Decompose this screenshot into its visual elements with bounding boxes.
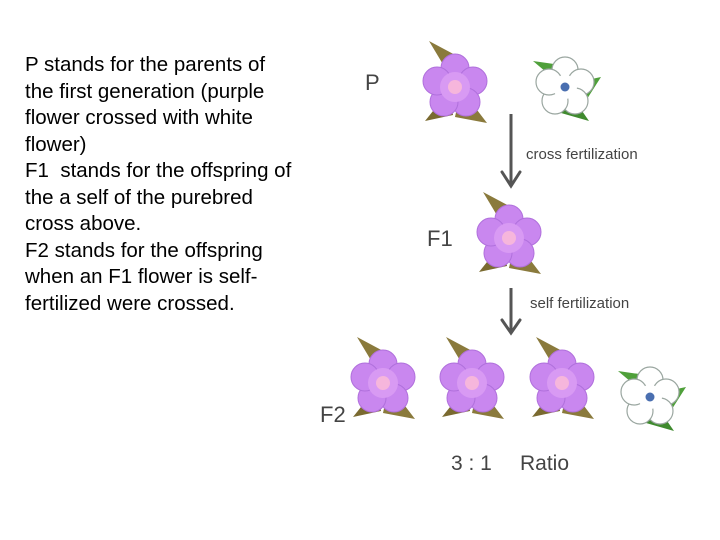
label-f2: F2 (320, 402, 346, 427)
arrow-cross-fertilization (500, 114, 522, 189)
p-explanation: P stands for the parents of the first ge… (25, 53, 271, 156)
arrow-self-fertilization (500, 288, 522, 336)
explanation-text: P stands for the parents of the first ge… (25, 52, 295, 317)
f2-purple-flower-1 (350, 336, 416, 420)
f1-purple-flower (476, 191, 542, 275)
p-white-flower (532, 56, 602, 122)
cross-fertilization-label: cross fertilization (526, 146, 638, 163)
ratio-value: 3 : 1 (451, 452, 492, 475)
label-f1: F1 (427, 226, 453, 251)
f2-purple-flower-3 (529, 336, 595, 420)
p-purple-flower (422, 40, 488, 124)
f2-white-flower (617, 366, 687, 432)
f2-purple-flower-2 (439, 336, 505, 420)
ratio-word: Ratio (520, 452, 569, 475)
label-p: P (365, 70, 380, 95)
f1-explanation: F1 stands for the offspring of the a sel… (25, 159, 297, 235)
self-fertilization-label: self fertilization (530, 295, 629, 312)
f2-explanation: F2 stands for the offspring when an F1 f… (25, 238, 269, 315)
